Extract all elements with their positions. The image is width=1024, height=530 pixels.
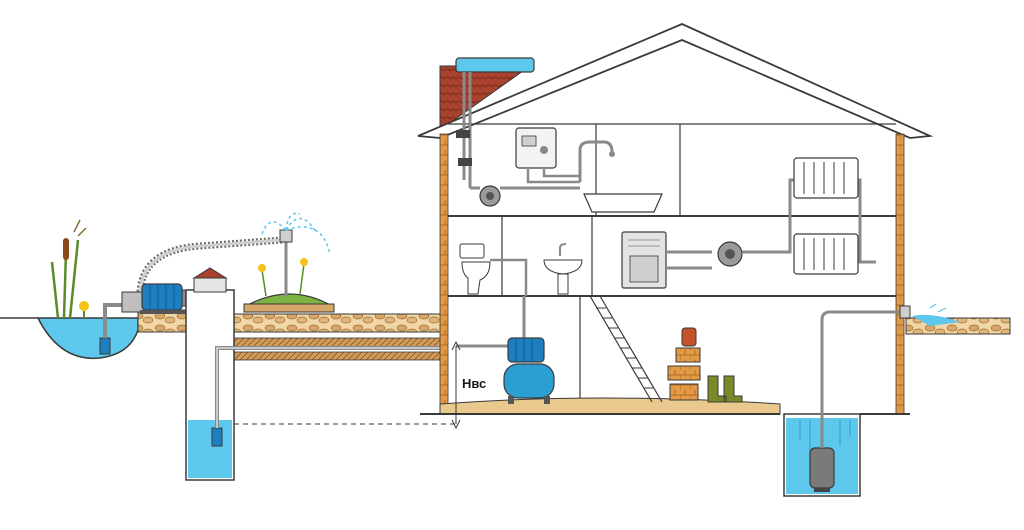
right-wall [895,133,905,415]
solar-collector [455,57,535,188]
bathtub [583,193,663,213]
stone-layer-mid [233,313,443,333]
storage-boxes [667,327,701,401]
pond [36,219,139,360]
suction-strainer-icon [99,337,111,355]
stairs-icon [589,295,653,403]
sink [543,243,583,295]
sink-icon [543,243,583,295]
stairs [589,295,663,403]
water-heater [515,127,580,184]
toilet-icon [459,243,491,295]
hydrophore-unit [456,296,555,404]
drainage-pump-icon [809,447,835,492]
pressure-tank-icon [503,363,555,404]
boots-icon [707,375,743,403]
radiator-icon [793,233,859,275]
boots [707,375,743,403]
drainage-pit [783,303,960,497]
hydrophore-pump-icon [507,337,545,363]
well [185,267,456,481]
heating-boiler [621,231,712,289]
faucet-icon [578,140,614,182]
solar-collector-icon [455,57,535,73]
left-wall [439,133,449,415]
soil-hatch-low [233,351,443,361]
well-icon [188,420,232,478]
radiator-icon [793,157,859,199]
sprinkler-icon [261,212,331,296]
garden-bed [243,212,335,313]
bathtub-icon [583,193,663,213]
height-marker: Hвс [451,340,486,430]
radiators [793,157,859,275]
reed-plant-icon [50,219,89,319]
height-label: Hвс [462,376,486,391]
circulation-pump-attic [470,185,580,207]
outflow-water [912,314,960,326]
jar-icon [681,327,697,347]
shower-faucet [578,140,615,182]
basement-floor [439,397,781,415]
ground [0,309,1011,361]
boiler-icon [515,127,557,169]
house [417,23,934,415]
toilet [459,243,528,296]
pond-icon [36,317,139,360]
